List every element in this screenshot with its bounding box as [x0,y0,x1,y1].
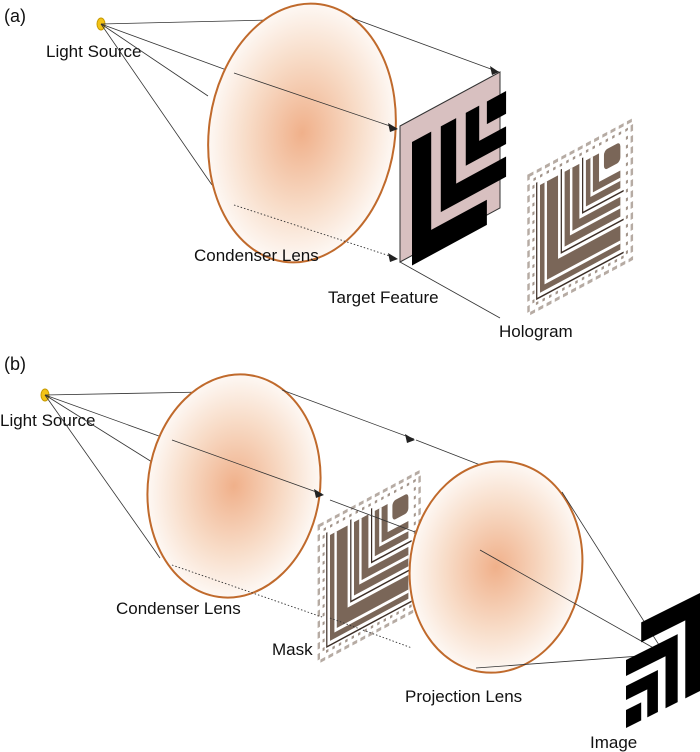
projection-lens-label: Projection Lens [405,687,522,706]
projection-lens [408,460,584,674]
condenser-lens-b-label: Condenser Lens [116,599,241,618]
target-feature-label: Target Feature [328,288,439,307]
hologram-label: Hologram [499,322,573,341]
panel-a-tag: (a) [4,6,26,26]
panel-b-tag: (b) [4,354,26,374]
target-feature-plate [399,71,507,266]
mask-label: Mask [272,640,313,659]
image-output [626,592,700,728]
panel-b: (b) Light Source Condenser Lens Mask Pro… [0,354,700,752]
panel-a: (a) Light Source Target Feature [4,2,634,341]
condenser-lens-a-label: Condenser Lens [194,246,319,265]
light-source-a-label: Light Source [46,42,141,61]
condenser-lens-a [207,2,397,264]
image-label: Image [590,733,637,752]
condenser-lens-b [146,373,322,599]
light-source-b-label: Light Source [0,411,95,430]
hologram-a [526,118,634,317]
mask-b [317,469,422,664]
